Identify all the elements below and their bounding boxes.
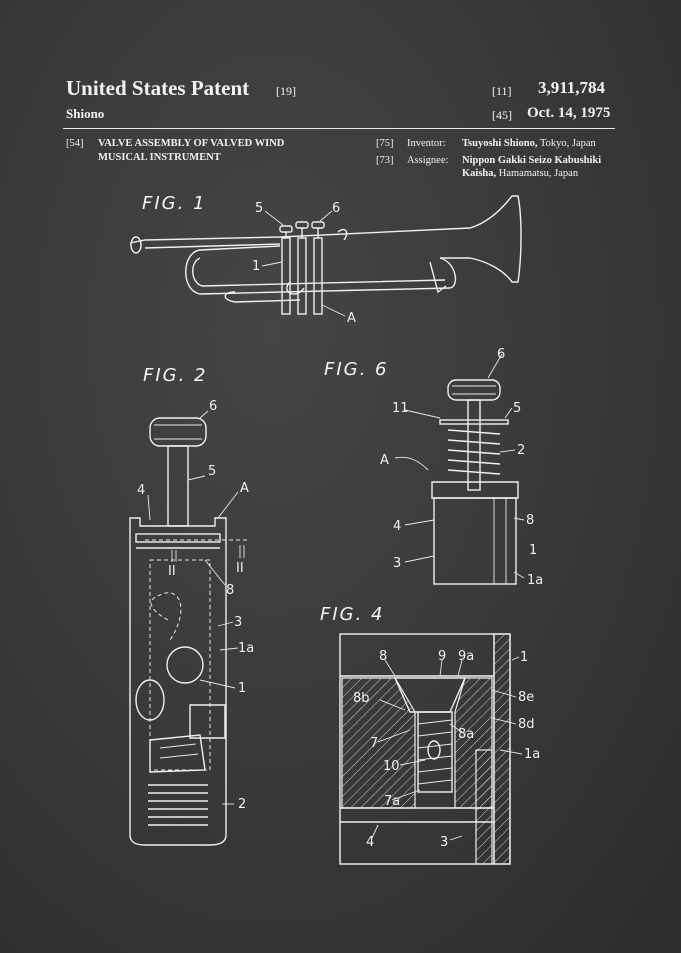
assignee-label: Assignee: [407, 155, 449, 166]
fig4-callout-8d: 8d [518, 717, 535, 732]
fig4-callout-9a: 9a [458, 649, 474, 664]
fig2-callout-2: 2 [238, 797, 246, 812]
fig1-callout-5: 5 [255, 201, 263, 216]
fig4-callout-9: 9 [438, 649, 446, 664]
fig1-callout-A: A [347, 311, 356, 326]
fig6-callout-8: 8 [526, 513, 534, 528]
inventor-entry: Tsuyoshi Shiono, Tokyo, Japan [462, 138, 596, 149]
date-tag: [45] [492, 108, 512, 122]
fig6-callout-3: 3 [393, 556, 401, 571]
fig1-callout-1: 1 [252, 259, 260, 274]
fig6-callout-A: A [380, 453, 389, 468]
fig2-callout-3: 3 [234, 615, 242, 630]
fig4-callout-8e: 8e [518, 690, 534, 705]
fig4-callout-7: 7 [370, 736, 378, 751]
inventor-name: Tsuyoshi Shiono, [462, 138, 538, 149]
fig6-callout-1: 1 [529, 543, 537, 558]
fig4-callout-10: 10 [383, 759, 400, 774]
fig2-callout-4: 4 [137, 483, 145, 498]
title-tag: [19] [276, 84, 296, 98]
patent-number: 3,911,784 [538, 78, 606, 97]
fig6-callout-5: 5 [513, 401, 521, 416]
header-divider [63, 128, 615, 129]
fig6-callout-4: 4 [393, 519, 401, 534]
fig1-trumpet-drawing: 5 6 1 A [129, 195, 522, 326]
biblio-title-tag: [54] [66, 138, 84, 149]
fig4-callout-4: 4 [366, 835, 374, 850]
fig1-label: FIG. 1 [142, 193, 207, 214]
fig4-callout-7a: 7a [384, 794, 400, 809]
fig4-callout-8: 8 [379, 649, 387, 664]
assignee-location: Hamamatsu, Japan [498, 168, 579, 179]
fig2-spring [148, 784, 208, 826]
fig2-callout-II-left: II [168, 564, 176, 579]
patent-date: Oct. 14, 1975 [527, 105, 611, 121]
fig4-label: FIG. 4 [320, 604, 385, 625]
fig6-callout-6: 6 [497, 347, 505, 362]
fig2-callout-1: 1 [238, 681, 246, 696]
fig4-callout-8b: 8b [353, 691, 370, 706]
fig2-callout-6: 6 [209, 399, 217, 414]
fig2-label: FIG. 2 [143, 365, 208, 386]
invention-title-line2: MUSICAL INSTRUMENT [98, 152, 221, 163]
fig2-callout-5: 5 [208, 464, 216, 479]
fig2-callout-II-right: II [236, 561, 244, 576]
fig2-callout-8: 8 [226, 583, 234, 598]
fig4-callout-1: 1 [520, 650, 528, 665]
fig2-callout-1a: 1a [238, 641, 254, 656]
fig6-callout-2: 2 [517, 443, 525, 458]
patent-office-title: United States Patent [66, 76, 250, 100]
fig6-spring [447, 429, 501, 475]
inventor-location: Tokyo, Japan [539, 138, 596, 149]
invention-title-line1: VALVE ASSEMBLY OF VALVED WIND [98, 138, 285, 149]
fig2-callout-A: A [240, 481, 249, 496]
inventor-tag: [75] [376, 138, 394, 149]
inventor-surname: Shiono [66, 106, 105, 121]
assignee-line2: Kaisha, Hamamatsu, Japan [462, 168, 578, 179]
assignee-name: Kaisha, [462, 168, 497, 179]
fig2-valve-drawing: 6 5 4 A II II 8 3 1a 1 2 [129, 399, 254, 846]
fig1-callout-6: 6 [332, 201, 340, 216]
assignee-tag: [73] [376, 155, 394, 166]
fig6-callout-11: 11 [392, 401, 409, 416]
fig6-callout-1a: 1a [527, 573, 543, 588]
fig4-callout-8a: 8a [458, 727, 474, 742]
patent-number-tag: [11] [492, 84, 512, 98]
fig4-callout-3: 3 [440, 835, 448, 850]
fig6-label: FIG. 6 [324, 359, 389, 380]
assignee-line1: Nippon Gakki Seizo Kabushiki [462, 155, 602, 166]
fig4-callout-1a: 1a [524, 747, 540, 762]
fig6-valve-drawing: 6 11 5 2 A 4 8 1 3 1a [380, 347, 543, 588]
inventor-label: Inventor: [407, 138, 446, 149]
fig4-screw-thread [417, 719, 453, 785]
fig4-section-drawing: 8 9 9a 1 8b 8e 8d 7 8a 1a 10 7a 4 3 [339, 633, 540, 865]
